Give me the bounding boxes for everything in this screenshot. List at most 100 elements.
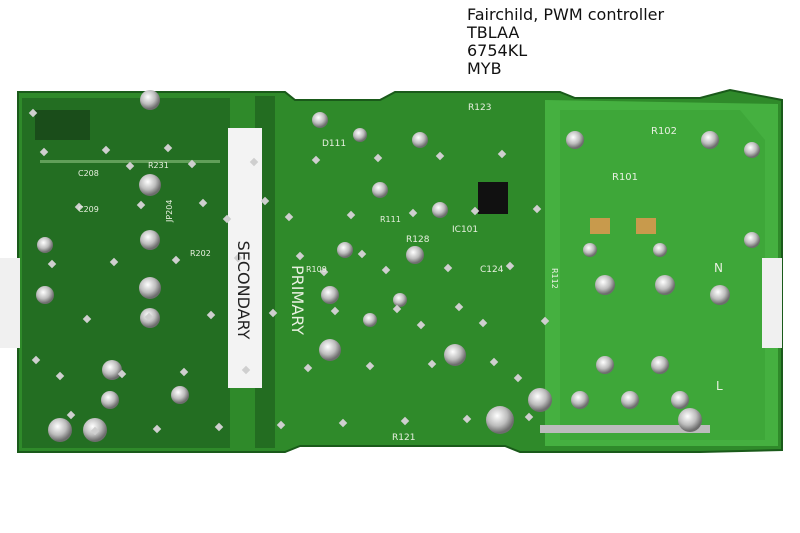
trace — [40, 160, 220, 163]
solder-pad — [363, 313, 377, 327]
solder-pad — [372, 182, 388, 198]
label-c124: C124 — [480, 265, 504, 275]
caption-line-marking-3: MYB — [467, 59, 502, 78]
solder-pad — [566, 131, 584, 149]
small-pad — [117, 369, 127, 379]
small-pad — [462, 414, 472, 424]
small-pad — [268, 308, 278, 318]
small-pad — [198, 198, 208, 208]
annotation-caption: Fairchild, PWM controller TBLAA 6754KL M… — [467, 6, 664, 78]
small-pad — [392, 304, 402, 314]
small-pad — [454, 302, 464, 312]
label-r231: R231 — [148, 161, 169, 170]
solder-pad — [139, 174, 161, 196]
small-pad — [74, 202, 84, 212]
small-pad — [222, 214, 232, 224]
small-pad — [470, 206, 480, 216]
small-pad — [214, 422, 224, 432]
label-r112: R112 — [550, 268, 559, 289]
small-pad — [513, 373, 523, 383]
solder-pad — [571, 391, 589, 409]
small-pad — [524, 412, 534, 422]
pwm-controller-ic — [478, 182, 508, 214]
small-pad — [443, 263, 453, 273]
solder-pad — [139, 277, 161, 299]
solder-pad — [744, 232, 760, 248]
solder-pad — [101, 391, 119, 409]
small-pad — [478, 318, 488, 328]
solder-pad — [337, 242, 353, 258]
small-pad — [31, 355, 41, 365]
solder-pad — [486, 406, 514, 434]
small-pad — [330, 306, 340, 316]
solder-pad — [393, 293, 407, 307]
small-pad — [136, 200, 146, 210]
small-pad — [260, 196, 270, 206]
small-pad — [357, 249, 367, 259]
small-pad — [90, 426, 100, 436]
small-pad — [338, 418, 348, 428]
small-pad — [346, 210, 356, 220]
solder-pad — [651, 356, 669, 374]
small-pad — [39, 147, 49, 157]
solder-pad — [583, 243, 597, 257]
small-pad — [276, 420, 286, 430]
label-d111: D111 — [322, 139, 346, 149]
solder-pad — [140, 90, 160, 110]
solder-pad — [595, 275, 615, 295]
small-pad — [152, 424, 162, 434]
small-pad — [540, 316, 550, 326]
solder-pad — [140, 230, 160, 250]
small-pad — [381, 265, 391, 275]
small-pad — [82, 314, 92, 324]
solder-pad — [48, 418, 72, 442]
small-pad — [303, 363, 313, 373]
small-pad — [187, 159, 197, 169]
solder-pad — [412, 132, 428, 148]
label-r123: R123 — [468, 103, 491, 113]
label-l: L — [716, 379, 723, 393]
solder-pads — [28, 90, 760, 442]
solder-pad — [102, 360, 122, 380]
small-pad — [125, 161, 135, 171]
small-pad — [505, 261, 515, 271]
solder-pad — [528, 388, 552, 412]
solder-pad — [710, 285, 730, 305]
silkscreen-labels: PRIMARY SECONDARY IC101 D111 R102 R101 R… — [78, 103, 723, 443]
connector-area — [35, 110, 90, 140]
small-pad — [435, 151, 445, 161]
small-pad — [101, 145, 111, 155]
heatsink-strip — [540, 425, 710, 433]
transformer-label-sticker — [228, 128, 262, 388]
label-r102: R102 — [651, 126, 677, 137]
label-primary: PRIMARY — [288, 265, 307, 335]
label-r128: R128 — [406, 235, 430, 245]
label-ic101: IC101 — [452, 225, 478, 235]
small-pad — [284, 212, 294, 222]
caption-line-marking-2: 6754KL — [467, 41, 528, 60]
dc-connector — [0, 258, 20, 348]
small-pad — [427, 359, 437, 369]
solder-pad — [171, 386, 189, 404]
solder-pad — [37, 237, 53, 253]
small-pad — [109, 257, 119, 267]
small-pad — [171, 255, 181, 265]
small-pad — [311, 155, 321, 165]
solder-pad — [744, 142, 760, 158]
solder-pad — [444, 344, 466, 366]
small-pad — [47, 259, 57, 269]
label-jp204: JP204 — [165, 200, 174, 223]
solder-pad — [321, 286, 339, 304]
label-secondary: SECONDARY — [234, 241, 253, 340]
small-pad — [373, 153, 383, 163]
solder-pad — [596, 356, 614, 374]
small-pad — [144, 312, 154, 322]
small-pad — [489, 357, 499, 367]
solder-pad — [406, 246, 424, 264]
label-r109: R109 — [306, 265, 327, 274]
solder-pad — [432, 202, 448, 218]
slot — [590, 218, 610, 234]
small-pad — [497, 149, 507, 159]
